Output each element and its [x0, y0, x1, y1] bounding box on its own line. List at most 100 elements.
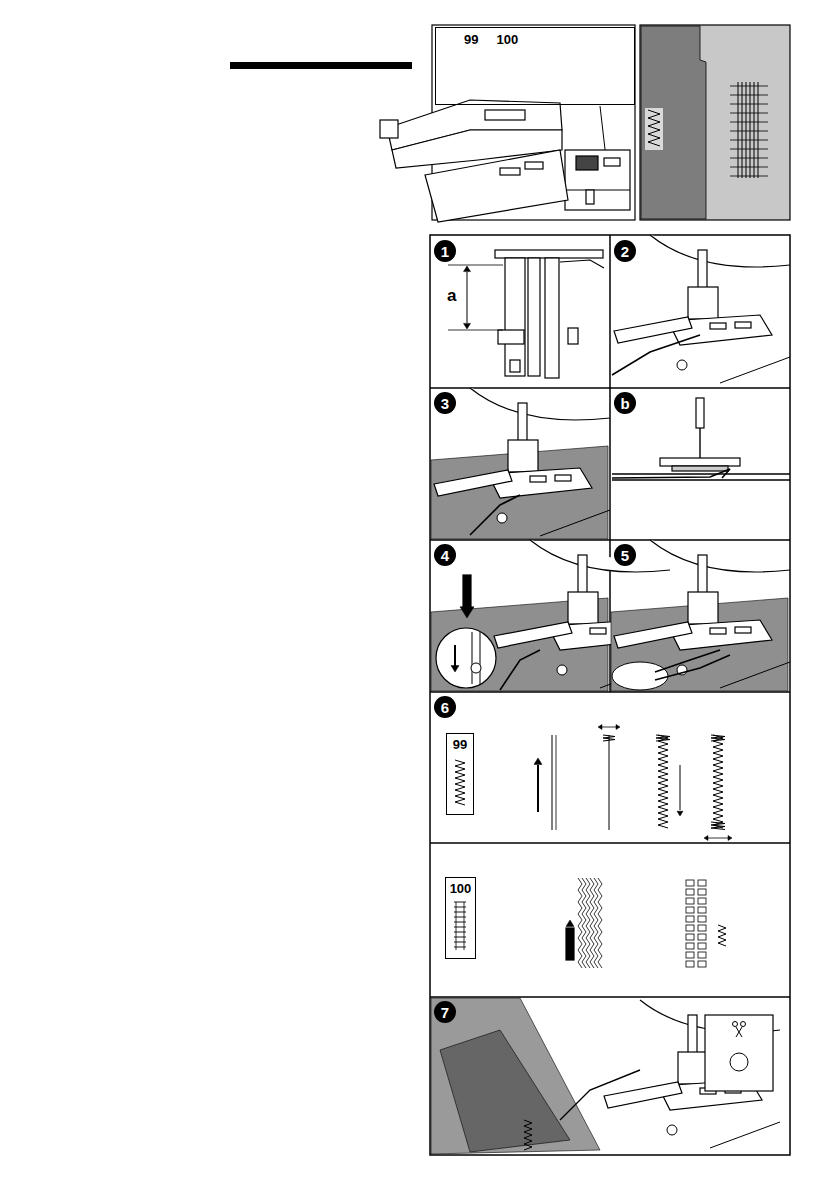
foot-slot: [590, 628, 606, 634]
step-number: 3: [434, 392, 456, 414]
straight-stitch: [598, 878, 602, 968]
panel-divider: [430, 842, 790, 844]
lever-detail: [454, 645, 456, 668]
step-number: 6: [434, 696, 456, 718]
direction-arrow: [537, 765, 539, 812]
fabric-layer: [612, 479, 790, 481]
bartack-stitch: [686, 898, 694, 904]
foot-shank: [510, 360, 520, 372]
fabric-piece: [440, 1030, 570, 1152]
bartack-stitch: [686, 952, 694, 958]
needle-plate: [720, 357, 790, 383]
step-number: 4: [434, 544, 456, 566]
zigzag-stitch: [656, 735, 670, 741]
machine-panel: [604, 158, 620, 166]
plate-screw: [667, 1125, 677, 1135]
zigzag-stitch: [648, 110, 660, 146]
arrow-head: [728, 836, 732, 841]
buttonhole-stitch: [730, 86, 768, 87]
buttonhole-stitch: [730, 113, 768, 114]
buttonhole-stitch: [730, 140, 768, 141]
fabric-layer: [612, 473, 790, 475]
scissors-icon: [741, 1022, 746, 1027]
machine-body: [560, 260, 604, 268]
plate-screw: [677, 360, 687, 370]
machine-head: [470, 388, 610, 420]
bartack-stitch: [698, 889, 706, 895]
direction-arrow: [718, 925, 726, 946]
detail-letter: b: [614, 392, 636, 414]
bartack-stitch: [686, 925, 694, 931]
thread: [470, 495, 520, 535]
clamp: [498, 330, 524, 344]
arrow-head: [451, 666, 459, 672]
thread: [612, 335, 700, 375]
step-label: 7: [441, 1004, 449, 1021]
step-number: 2: [614, 240, 636, 262]
bartack-stitch: [686, 880, 694, 886]
arrow-head: [616, 725, 620, 730]
panel-frame: [640, 25, 790, 220]
button-icon-box: [705, 1015, 773, 1091]
foot-clip: [380, 120, 398, 138]
panel-frame: [430, 235, 790, 1155]
dimension-line: [467, 272, 468, 323]
zigzag-stitch: [713, 735, 723, 828]
arrow-head: [598, 725, 602, 730]
fabric-piece: [431, 998, 600, 1154]
foot-slot: [500, 168, 520, 175]
foot-slot: [735, 627, 751, 633]
machine-head: [650, 235, 790, 267]
buttonhole-stitch: [758, 82, 759, 178]
foot-sole: [672, 466, 728, 471]
arrow-head: [460, 607, 474, 618]
step-label: 1: [441, 243, 449, 260]
thread: [655, 655, 730, 680]
foot-slider: [604, 1082, 682, 1108]
step-label: 2: [621, 243, 629, 260]
zigzag-stitch: [658, 735, 668, 828]
lever: [568, 328, 578, 344]
arrow-head: [704, 836, 708, 841]
step-number: 7: [434, 1001, 456, 1023]
heading-bar: [230, 62, 412, 69]
straight-stitch: [582, 878, 586, 968]
step-number: 5: [614, 544, 636, 566]
bartack-stitch: [698, 898, 706, 904]
arrow-head: [464, 323, 471, 329]
straight-stitch: [590, 878, 594, 968]
box-ground: [453, 900, 467, 950]
direction-arrow: [680, 765, 681, 810]
bartack-stitch: [698, 907, 706, 913]
step-label: 6: [441, 699, 449, 716]
foot-slot: [530, 476, 546, 482]
foot-shank: [508, 440, 538, 472]
zigzag-stitch: [711, 735, 725, 741]
straight-stitch: [586, 878, 590, 968]
scissors-icon: [736, 1027, 742, 1037]
thread: [500, 650, 540, 690]
step-label: 3: [441, 395, 449, 412]
presser-bar-top: [495, 250, 603, 258]
foot-slot: [710, 323, 726, 329]
foot-slider: [485, 110, 525, 120]
presser-bar: [545, 258, 559, 378]
arrow-head: [534, 758, 542, 764]
direction-arrow: [566, 928, 574, 960]
bartack-stitch: [698, 934, 706, 940]
dimension-line: [448, 265, 503, 266]
buttonhole-stitch: [730, 176, 768, 177]
needle-plate: [540, 510, 610, 536]
straight-stitch: [552, 735, 553, 830]
machine-head: [650, 540, 790, 572]
presser-bar: [505, 258, 525, 376]
bartack-stitch: [456, 902, 457, 950]
buttonhole-stitch: [730, 131, 768, 132]
stitch-code-box: 100: [445, 877, 476, 959]
needle-plate: [710, 1122, 780, 1148]
buttonhole-stitch: [742, 82, 743, 178]
bartack-stitch: [686, 934, 694, 940]
buttonhole-stitch: [730, 104, 768, 105]
